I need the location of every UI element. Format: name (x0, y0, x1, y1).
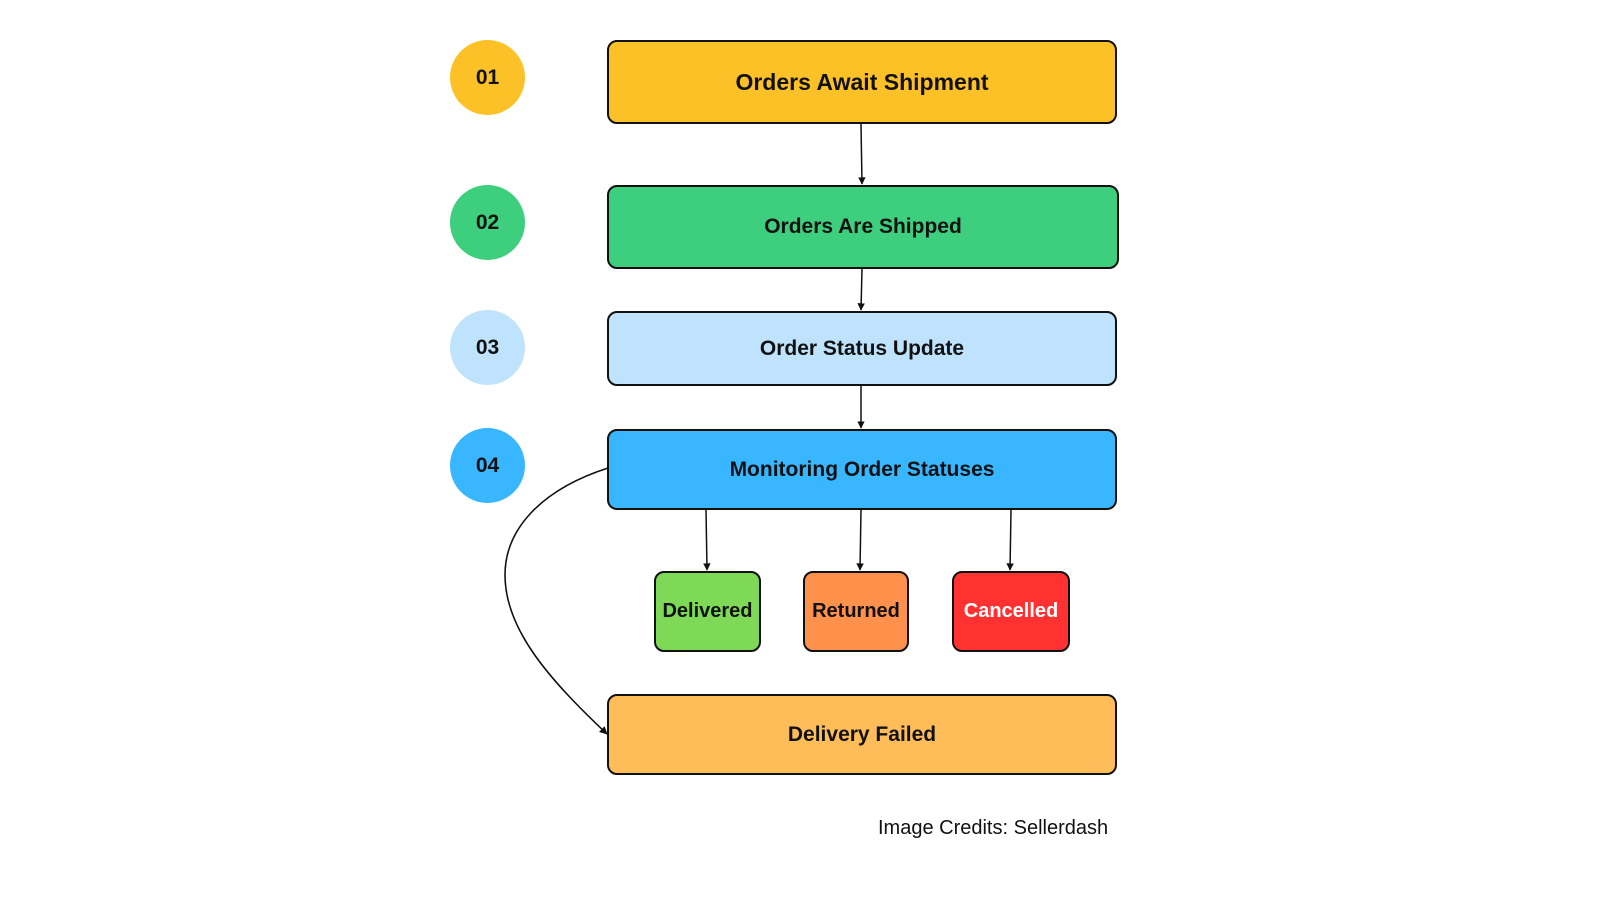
edge-await-to-shipped (858, 123, 866, 185)
node-label: Cancelled (963, 600, 1059, 622)
edge-monitoring-to-delivery-failed (504, 467, 609, 735)
node-monitoring-order-statuses: Monitoring Order Statuses (607, 429, 1117, 510)
image-credit: Image Credits: Sellerdash (878, 817, 1109, 839)
step-number-label: 03 (475, 335, 500, 359)
step-number-03: 03 (450, 310, 525, 385)
node-label: Delivery Failed (787, 722, 937, 746)
step-number-label: 01 (475, 65, 500, 89)
node-cancelled: Cancelled (952, 571, 1070, 652)
step-number-04: 04 (450, 428, 525, 503)
node-label: Order Status Update (759, 336, 965, 360)
node-returned: Returned (803, 571, 909, 652)
edge-monitoring-to-cancelled (1006, 509, 1014, 571)
node-delivered: Delivered (654, 571, 761, 652)
node-label: Delivered (662, 600, 753, 622)
node-orders-await-shipment: Orders Await Shipment (607, 40, 1117, 124)
step-number-01: 01 (450, 40, 525, 115)
node-order-status-update: Order Status Update (607, 311, 1117, 386)
node-label: Monitoring Order Statuses (729, 457, 995, 481)
node-orders-are-shipped: Orders Are Shipped (607, 185, 1119, 269)
node-label: Returned (812, 600, 900, 622)
step-number-02: 02 (450, 185, 525, 260)
node-label: Orders Are Shipped (764, 215, 962, 238)
step-number-label: 02 (475, 210, 500, 234)
step-number-label: 04 (475, 453, 500, 477)
node-delivery-failed: Delivery Failed (607, 694, 1117, 775)
edge-monitoring-to-returned (856, 509, 864, 571)
edge-shipped-to-status-update (857, 268, 865, 311)
node-label: Orders Await Shipment (735, 68, 989, 95)
edge-monitoring-to-delivered (703, 509, 711, 571)
